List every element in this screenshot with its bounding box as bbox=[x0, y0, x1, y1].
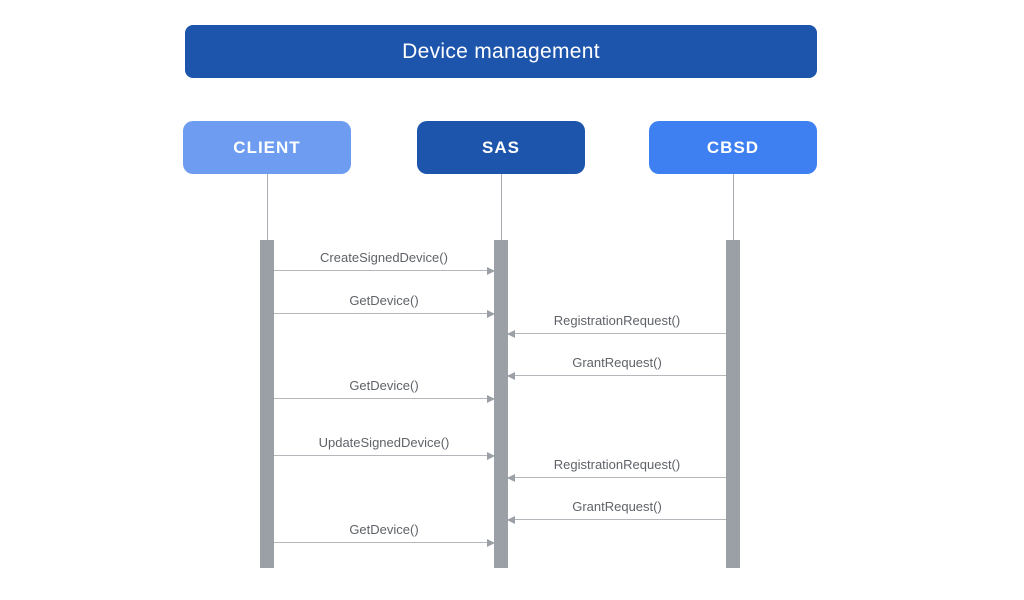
message-line bbox=[274, 313, 494, 314]
arrow-head-icon bbox=[507, 372, 515, 380]
message-line bbox=[508, 519, 726, 520]
actor-label: CBSD bbox=[706, 137, 760, 157]
arrow-head-icon bbox=[487, 539, 495, 547]
diagram-title-bar: Device management bbox=[185, 25, 817, 78]
message: GetDevice() bbox=[274, 519, 495, 547]
lifeline-cbsd bbox=[732, 174, 734, 240]
actor-cbsd: CBSD bbox=[649, 121, 817, 240]
message-line bbox=[274, 398, 494, 399]
activation-bar-sas bbox=[494, 240, 508, 568]
message: GetDevice() bbox=[274, 375, 495, 403]
arrow-head-icon bbox=[487, 267, 495, 275]
message: RegistrationRequest() bbox=[507, 454, 726, 482]
arrow-head-icon bbox=[507, 474, 515, 482]
message: GrantRequest() bbox=[507, 496, 726, 524]
actor-box-client: CLIENT bbox=[183, 121, 351, 174]
actor-sas: SAS bbox=[417, 121, 585, 240]
actor-client: CLIENT bbox=[183, 121, 351, 240]
message: GetDevice() bbox=[274, 290, 495, 318]
arrow-head-icon bbox=[487, 452, 495, 460]
message: RegistrationRequest() bbox=[507, 310, 726, 338]
message: GrantRequest() bbox=[507, 352, 726, 380]
message-label: UpdateSignedDevice() bbox=[318, 435, 450, 450]
actor-box-cbsd: CBSD bbox=[649, 121, 817, 174]
message-line bbox=[508, 375, 726, 376]
message-line bbox=[508, 477, 726, 478]
message: UpdateSignedDevice() bbox=[274, 432, 495, 460]
message-line bbox=[274, 270, 494, 271]
message: CreateSignedDevice() bbox=[274, 247, 495, 275]
message-line bbox=[274, 542, 494, 543]
message-label: RegistrationRequest() bbox=[553, 313, 681, 328]
message-label: GetDevice() bbox=[349, 378, 419, 393]
activation-bar-cbsd bbox=[726, 240, 740, 568]
message-label: GrantRequest() bbox=[572, 355, 662, 370]
actor-label: SAS bbox=[482, 137, 520, 157]
message-line bbox=[274, 455, 494, 456]
diagram-title: Device management bbox=[402, 39, 600, 63]
arrow-head-icon bbox=[507, 330, 515, 338]
message-label: RegistrationRequest() bbox=[553, 457, 681, 472]
arrow-head-icon bbox=[487, 395, 495, 403]
message-label: CreateSignedDevice() bbox=[320, 250, 448, 265]
message-label: GetDevice() bbox=[349, 293, 419, 308]
actor-label: CLIENT bbox=[233, 137, 301, 157]
arrow-head-icon bbox=[487, 310, 495, 318]
message-line bbox=[508, 333, 726, 334]
lifeline-sas bbox=[500, 174, 502, 240]
actor-box-sas: SAS bbox=[417, 121, 585, 174]
lifeline-client bbox=[266, 174, 268, 240]
message-label: GetDevice() bbox=[349, 522, 419, 537]
activation-bar-client bbox=[260, 240, 274, 568]
message-label: GrantRequest() bbox=[572, 499, 662, 514]
arrow-head-icon bbox=[507, 516, 515, 524]
